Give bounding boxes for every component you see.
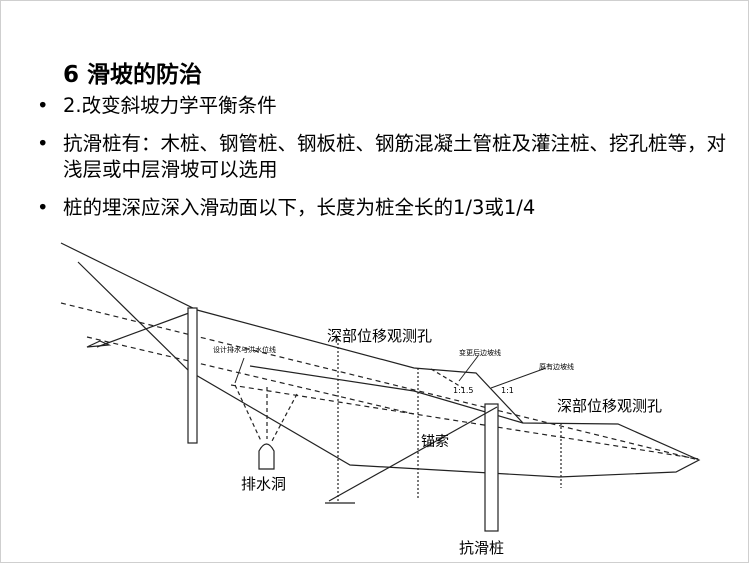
leader-arrow	[234, 357, 245, 384]
slide-title: 6 滑坡的防治	[63, 62, 203, 88]
dashed-line	[230, 384, 700, 460]
slope-dashed-line	[430, 368, 464, 389]
anti-slide-pile-label: 抗滑桩	[459, 539, 504, 557]
drain-fan-lines	[234, 384, 298, 442]
changed-slope-label: 变更后边坡线	[459, 348, 501, 357]
slope-ratio-label: 1:1	[501, 386, 514, 395]
observation-hole-label: 深部位移观测孔	[327, 327, 432, 345]
leader-arrow	[490, 367, 547, 389]
benchmark-triangle	[86, 340, 112, 348]
drain-fan-line	[271, 393, 298, 442]
ground-surface-line	[60, 242, 701, 478]
drain-fan-line	[234, 384, 262, 442]
dashed-line	[86, 336, 415, 415]
anchor-cable-line	[328, 406, 498, 502]
bullet-item: 2.改变斜坡力学平衡条件	[37, 93, 727, 119]
bullet-item: 抗滑桩有：木桩、钢管桩、钢板桩、钢筋混凝土管桩及灌注桩、挖孔桩等，对浅层或中层滑…	[37, 131, 727, 183]
slope-line	[96, 309, 198, 348]
drain-tunnel-shape	[258, 443, 275, 470]
observation-hole-label: 深部位移观测孔	[557, 397, 662, 415]
original-slope-label: 原有边坡线	[539, 362, 574, 371]
drain-tunnel-label: 排水洞	[241, 475, 286, 493]
bullet-list: 2.改变斜坡力学平衡条件 抗滑桩有：木桩、钢管桩、钢板桩、钢筋混凝土管桩及灌注桩…	[37, 93, 727, 233]
slope-ratio-label: 1:1.5	[453, 386, 474, 395]
anchor-cable-label: 锚索	[421, 433, 449, 450]
anti-slide-pile	[484, 403, 499, 532]
bullet-item: 桩的埋深应深入滑动面以下，长度为桩全长的1/3或1/4	[37, 195, 727, 221]
dashed-line	[60, 302, 700, 461]
water-level-line	[249, 365, 524, 424]
leader-arrow	[458, 355, 479, 382]
water-level-label: 设计排水与洪水位线	[213, 345, 276, 354]
left-pile	[187, 307, 198, 444]
